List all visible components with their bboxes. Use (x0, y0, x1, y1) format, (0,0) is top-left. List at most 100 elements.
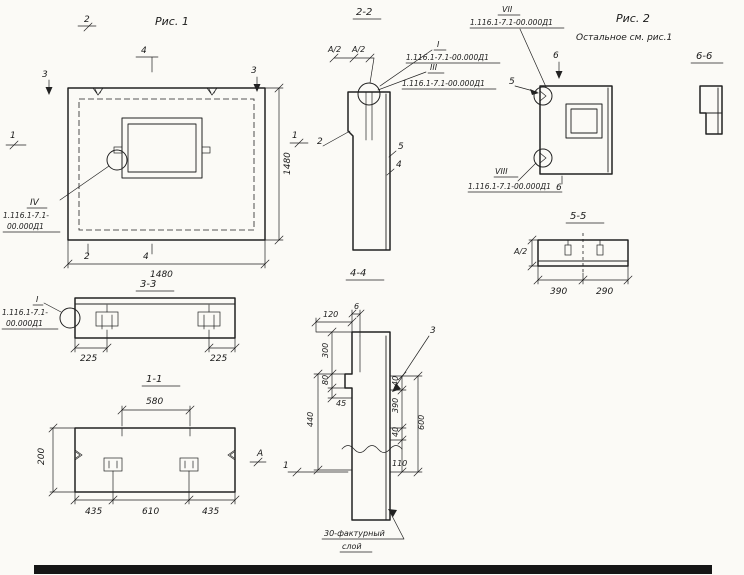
sec44-callout3-leader (393, 335, 430, 390)
sec11-anchor-left (103, 457, 123, 472)
sec11-outline (74, 427, 236, 493)
sec44-note-line1: 30-фактурный (324, 529, 385, 538)
sec11-dim-height: 200 (37, 448, 47, 465)
sec66-inner-lines (699, 87, 723, 135)
sec44-dim-45: 45 (336, 399, 346, 408)
sec33-dimensions (70, 329, 240, 353)
section-2-2: 2-2 А/2 А/2 I 1.116.1-7.1-00.000Д1 III 1… (289, 7, 501, 251)
section-1-1: 1-1 580 200 А 435 610 435 (37, 374, 267, 517)
section-6-6: 6-6 (690, 51, 724, 135)
fig1-doc-ref-line1: 1.116.1-7.1- (3, 211, 49, 220)
fig2-doc-ref-vii: 1.116.1-7.1-00.000Д1 (470, 18, 553, 27)
sec44-callout-3: 3 (430, 326, 436, 336)
sec11-mark-a-tick (249, 457, 267, 467)
sec44-profile-outline (344, 331, 391, 521)
fig1-hidden-contour (78, 98, 255, 231)
fig1-mark-3-left: 3 (42, 70, 48, 80)
sec44-note-underline-leader (321, 511, 405, 553)
fig2-doc-ref-viii: 1.116.1-7.1-00.000Д1 (468, 182, 551, 191)
fig1-window-opening-inner (127, 123, 197, 173)
sec44-dim-40-top: 40 (391, 376, 400, 386)
fig1-callout-underlines (2, 207, 61, 233)
sec33-anchor-ticks (101, 304, 215, 330)
fig2-subtitle: Остальное см. рис.1 (576, 33, 672, 43)
fig1-mark-4-bottom: 4 (143, 252, 149, 262)
sec33-anchor-right (197, 311, 221, 327)
sec55-anchor-right (596, 244, 604, 256)
fig1-detail-circle (106, 149, 128, 171)
sec11-end-notches (74, 449, 236, 461)
sec33-outline (74, 297, 236, 339)
fig2-underlines (467, 14, 565, 193)
fig1-doc-ref-line2: 00.000Д1 (7, 222, 44, 231)
sec22-dim-a2-1: А/2 (327, 45, 341, 54)
fig1-dim-height: 1480 (283, 152, 293, 175)
fig1-section-marks (5, 22, 258, 255)
sec22-label-5: 5 (398, 142, 404, 152)
fig2-view: VII 1.116.1-7.1-00.000Д1 Рис. 2 Остально… (467, 5, 672, 193)
fig2-edge-notches (539, 90, 547, 164)
fig1-mark-2-top: 2 (84, 15, 90, 25)
fig1-callout-leader (59, 165, 110, 201)
sec22-label-2: 2 (317, 137, 323, 147)
sec44-dim-120: 120 (323, 310, 338, 319)
section-3-3: 3-3 I 1.116.1-7.1- 00.000Д1 225 225 (1, 279, 240, 364)
fig1-right-anchor (201, 146, 211, 154)
fig2-mark-6-top: 6 (553, 51, 559, 61)
sec44-dim-110: 110 (392, 459, 407, 468)
page-bottom-edge (34, 565, 712, 574)
sec33-doc-ref-line2: 00.000Д1 (6, 319, 43, 328)
sec11-anchor-ticks (108, 460, 194, 469)
fig1-callout-iv: IV (30, 198, 40, 208)
fig2-mark-5: 5 (509, 77, 515, 87)
fig1-top-notches (92, 87, 218, 96)
sec33-doc-ref-line1: 1.116.1-7.1- (2, 308, 48, 317)
sec66-profile-outline (699, 85, 723, 135)
sec55-dim-right: 290 (596, 287, 613, 297)
sec22-callout-leaders (377, 49, 433, 91)
fig1-mark-4-top: 4 (141, 46, 147, 56)
fig1-mark-1-left: 1 (10, 131, 16, 141)
fig2-detail-circle-top (533, 86, 553, 106)
sec33-callout-i: I (36, 295, 39, 304)
fig1-window-opening-outer (121, 117, 203, 179)
sec66-title: 6-6 (696, 51, 712, 62)
sec55-anchor-ticks (567, 239, 601, 246)
sec22-detail-circle (357, 82, 381, 106)
sec22-mark-1: 1 (292, 131, 298, 141)
fig2-callout-leaders (517, 28, 547, 182)
sec22-doc-ref-i: 1.116.1-7.1-00.000Д1 (406, 53, 489, 62)
sec33-dim-left: 225 (80, 354, 97, 364)
fig1-mark-2-bottom: 2 (84, 252, 90, 262)
fig2-title: Рис. 2 (616, 12, 650, 25)
sec22-dim-a2-2: А/2 (351, 45, 365, 54)
sec11-dim-bottom-right: 435 (202, 507, 219, 517)
fig2-mark-6-bottom: 6 (556, 183, 562, 193)
fig1-dim-width: 1480 (150, 270, 173, 280)
fig1-panel-outline (67, 87, 266, 241)
sec55-dim-a2: А/2 (513, 247, 527, 256)
sec22-slot-lines (365, 91, 373, 141)
sec11-dim-top: 580 (146, 397, 163, 407)
fig2-callout-vii: VII (502, 5, 513, 14)
sec22-a2-dimension (329, 53, 375, 84)
sec44-dim-300: 300 (321, 343, 330, 358)
sec44-dim-6: 6 (354, 302, 359, 311)
sec22-underlines (352, 18, 501, 90)
fig1-bottom-dimension-line (63, 239, 270, 269)
sec44-dim-440: 440 (306, 412, 315, 427)
sec22-callout-iii: III (430, 63, 438, 72)
fig1-section-arrows (45, 84, 261, 95)
fig1-right-dimension-line (264, 83, 284, 245)
sec11-anchor-right (179, 457, 199, 472)
section-4-4: 4-4 120 6 3 300 80 45 440 40 390 40 600 … (283, 268, 436, 553)
fig2-panel-outline (539, 85, 613, 175)
sec44-title: 4-4 (350, 268, 366, 279)
sec22-title: 2-2 (356, 7, 372, 18)
sec44-dim-600: 600 (417, 415, 426, 430)
sec55-left-dimension (527, 235, 539, 271)
sec33-anchor-left (95, 311, 119, 327)
sec44-mark-1-trace (287, 467, 349, 477)
